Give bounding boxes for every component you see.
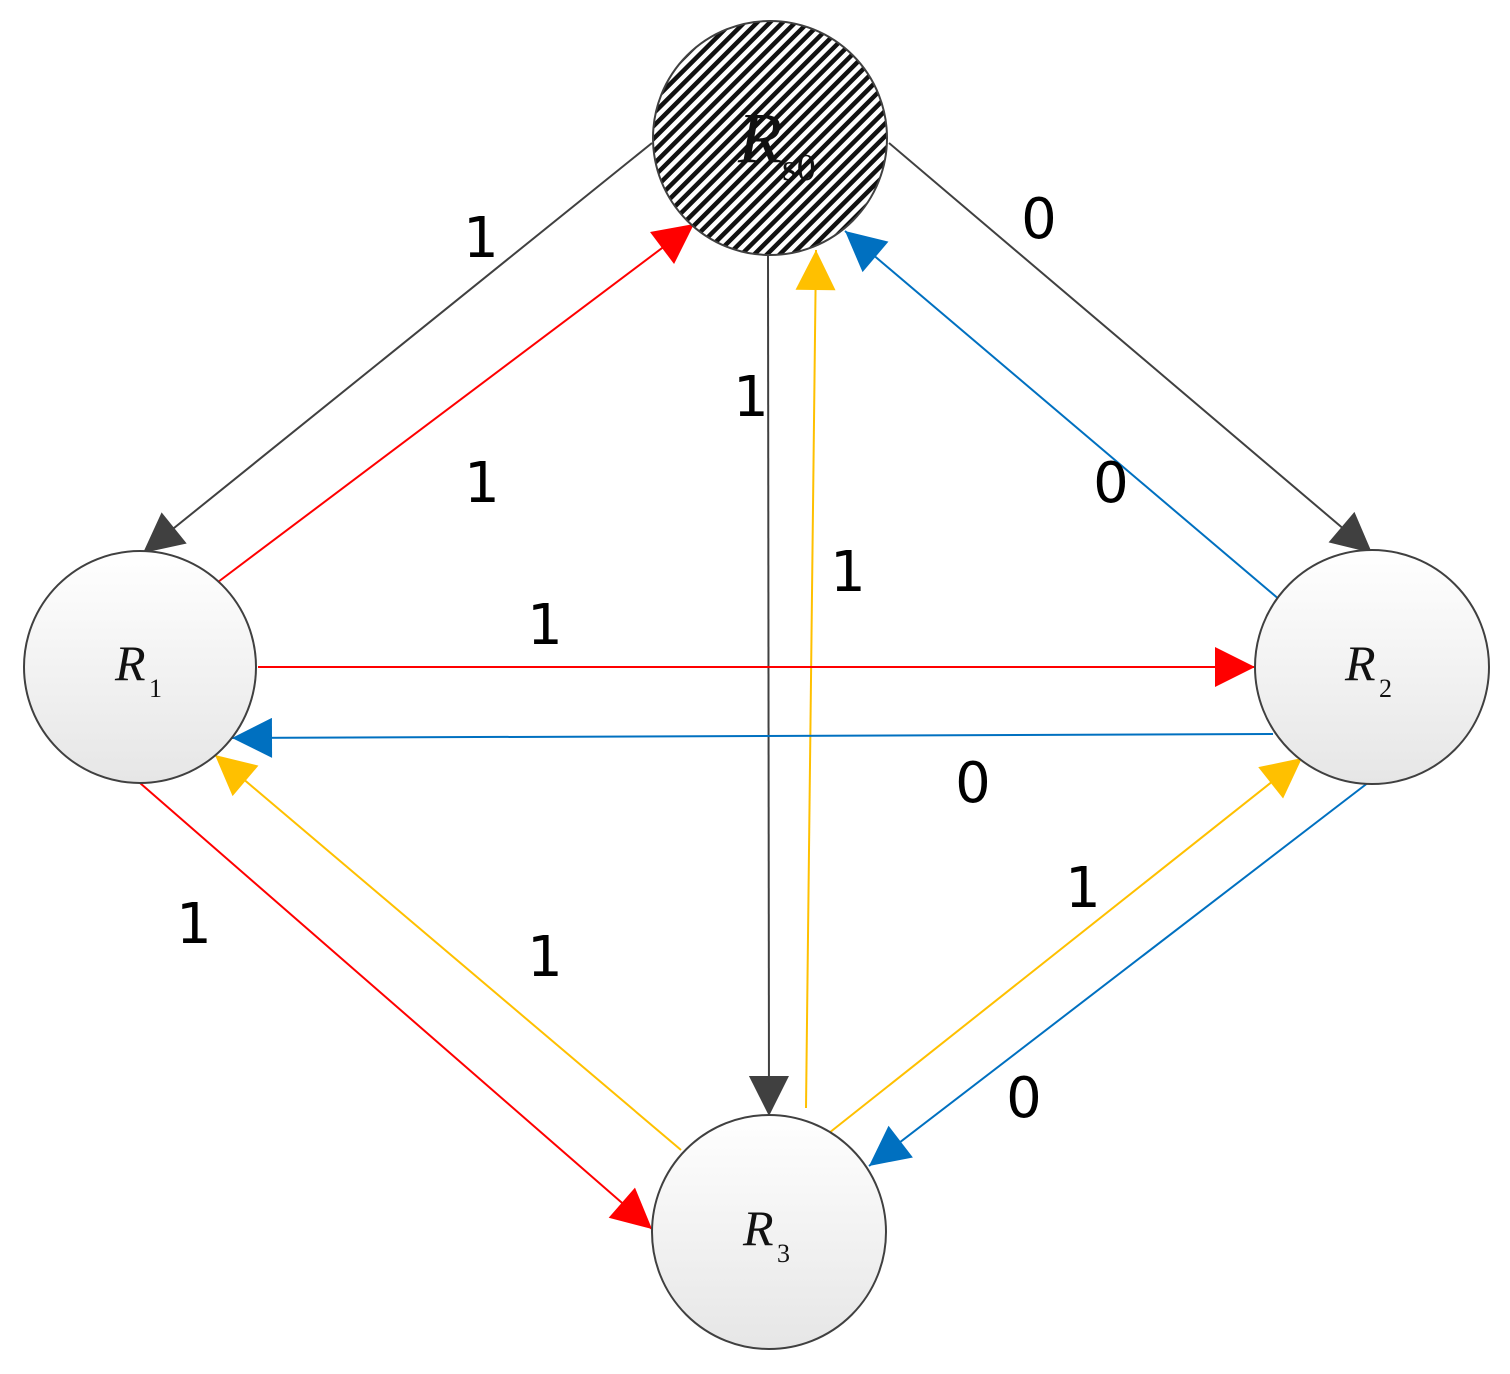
edge-label-rs0-r1: 1 bbox=[463, 206, 499, 271]
edge-r2-r1 bbox=[231, 717, 1274, 758]
edge-rs0-r3 bbox=[748, 254, 789, 1117]
node-rs0: R s0 bbox=[652, 20, 888, 256]
edge-r3-rs0 bbox=[795, 249, 836, 1109]
node-r2-subscript: 2 bbox=[1379, 674, 1392, 703]
node-rs0-subscript: s0 bbox=[782, 147, 816, 189]
edge-r2-rs0 bbox=[844, 230, 1288, 607]
edge-label-r2-r1: 0 bbox=[955, 751, 991, 816]
edge-r3-r1 bbox=[214, 754, 682, 1151]
node-rs0-circle bbox=[652, 20, 888, 256]
node-r2: R 2 bbox=[1254, 549, 1490, 785]
edge-rs0-r2 bbox=[888, 142, 1373, 554]
edge-r1-rs0 bbox=[217, 223, 695, 583]
node-rs0-label: R bbox=[737, 98, 782, 178]
node-r3-subscript: 3 bbox=[777, 1239, 790, 1268]
node-r1-circle bbox=[23, 550, 257, 784]
node-r3-circle bbox=[651, 1114, 887, 1350]
edge-label-r3-rs0: 1 bbox=[830, 540, 866, 605]
edge-label-rs0-r2: 0 bbox=[1021, 187, 1057, 252]
node-r2-label: R bbox=[1344, 635, 1376, 691]
edge-label-r3-r2: 1 bbox=[1065, 856, 1101, 921]
edge-r1-r3 bbox=[139, 782, 653, 1230]
node-r2-circle bbox=[1254, 549, 1490, 785]
edge-label-r1-r3: 1 bbox=[176, 892, 212, 957]
node-r1-subscript: 1 bbox=[149, 674, 162, 703]
edge-label-r1-r2: 1 bbox=[527, 593, 563, 658]
node-r3-label: R bbox=[742, 1200, 774, 1256]
edge-r2-r3 bbox=[868, 781, 1370, 1167]
node-r1-label: R bbox=[114, 635, 146, 691]
edge-rs0-r1 bbox=[142, 142, 653, 554]
edge-label-rs0-r3: 1 bbox=[733, 365, 769, 430]
edge-label-r2-r3: 0 bbox=[1006, 1066, 1042, 1131]
edge-label-r2-rs0: 0 bbox=[1093, 451, 1129, 516]
node-r3: R 3 bbox=[651, 1114, 887, 1350]
edge-r3-r2 bbox=[828, 757, 1303, 1134]
node-r1: R 1 bbox=[23, 550, 257, 784]
edge-label-r1-rs0: 1 bbox=[464, 451, 500, 516]
edges bbox=[139, 142, 1373, 1230]
edge-labels: 1 1 0 0 1 1 1 0 1 1 1 0 bbox=[176, 187, 1129, 1131]
edge-label-r3-r1: 1 bbox=[527, 925, 563, 990]
